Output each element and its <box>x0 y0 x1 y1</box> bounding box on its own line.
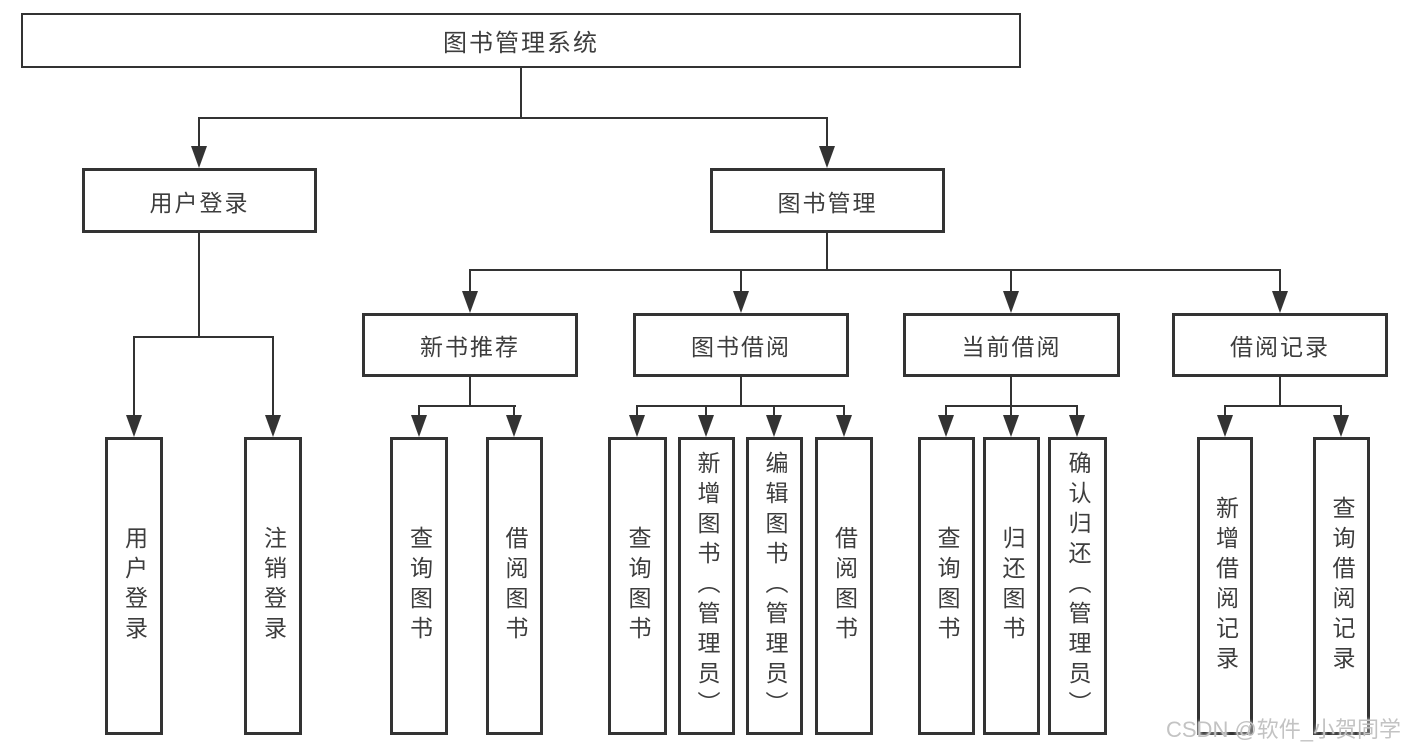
edge-drop <box>1010 405 1012 415</box>
csdn-watermark: CSDN @软件_小贺同学 <box>1166 717 1402 742</box>
node-root-title: 图书管理系统 <box>21 13 1021 68</box>
edge-drop <box>945 405 947 415</box>
edge-drop <box>1279 269 1281 291</box>
node-current-borrow: 当前借阅 <box>903 313 1120 377</box>
edge-drop <box>418 405 420 415</box>
arrowhead-icon <box>733 291 749 313</box>
edge-book-mgmt-drop <box>826 117 828 146</box>
node-label: 用户登录 <box>149 189 250 216</box>
edge-book-borrow-stem <box>740 377 742 406</box>
edge-root-stem <box>520 68 522 118</box>
arrowhead-icon <box>462 291 478 313</box>
arrowhead-icon <box>1069 415 1085 437</box>
leaf-add-borrow-record: 新增借阅记录 <box>1197 437 1253 735</box>
node-label: 新书推荐 <box>420 334 520 360</box>
leaf-borrow-books: 借阅图书 <box>815 437 873 735</box>
node-borrow-records: 借阅记录 <box>1172 313 1388 377</box>
edge-drop <box>1010 269 1012 291</box>
edge-new-rec-rail <box>418 405 516 407</box>
edge-drop <box>636 405 638 415</box>
edge-book-mgmt-rail <box>469 269 1281 271</box>
edge-drop <box>272 336 274 415</box>
edge-drop <box>773 405 775 415</box>
arrowhead-icon <box>1333 415 1349 437</box>
leaf-return-books: 归还图书 <box>983 437 1040 735</box>
edge-drop <box>133 336 135 415</box>
node-label: 借阅记录 <box>1230 334 1330 360</box>
edge-drop <box>1224 405 1226 415</box>
edge-borrow-records-stem <box>1279 377 1281 406</box>
edge-book-mgmt-stem <box>826 233 828 271</box>
edge-drop <box>1340 405 1342 415</box>
arrowhead-icon <box>191 146 207 168</box>
edge-borrow-records-rail <box>1224 405 1342 407</box>
node-book-borrow: 图书借阅 <box>633 313 849 377</box>
leaf-logout-login: 注销登录 <box>244 437 302 735</box>
edge-user-login-stem <box>198 233 200 337</box>
edge-root-rail <box>198 117 828 119</box>
edge-drop <box>705 405 707 415</box>
arrowhead-icon <box>1003 291 1019 313</box>
leaf-label: 注销登录 <box>260 526 287 646</box>
arrowhead-icon <box>836 415 852 437</box>
leaf-label: 借阅图书 <box>831 526 858 646</box>
node-label: 当前借阅 <box>961 334 1062 360</box>
leaf-label: 新增图书（管理员） <box>694 451 720 721</box>
root-label: 图书管理系统 <box>443 30 599 57</box>
edge-drop <box>843 405 845 415</box>
edge-current-borrow-stem <box>1010 377 1012 406</box>
edge-new-rec-stem <box>469 377 471 406</box>
leaf-label: 编辑图书（管理员） <box>762 451 788 721</box>
arrowhead-icon <box>506 415 522 437</box>
arrowhead-icon <box>1217 415 1233 437</box>
node-label: 图书管理 <box>777 189 878 216</box>
leaf-query-borrow-record: 查询借阅记录 <box>1313 437 1370 735</box>
leaf-label: 查询借阅记录 <box>1329 496 1355 676</box>
leaf-query-books: 查询图书 <box>918 437 975 735</box>
leaf-label: 新增借阅记录 <box>1212 496 1239 676</box>
edge-drop <box>740 269 742 291</box>
node-book-management: 图书管理 <box>710 168 945 233</box>
leaf-label: 查询图书 <box>625 526 651 646</box>
node-new-book-recommend: 新书推荐 <box>362 313 578 377</box>
edge-user-login-drop <box>198 117 200 146</box>
edge-drop <box>1076 405 1078 415</box>
arrowhead-icon <box>698 415 714 437</box>
arrowhead-icon <box>629 415 645 437</box>
leaf-label: 确认归还（管理员） <box>1065 451 1091 721</box>
leaf-query-books: 查询图书 <box>390 437 448 735</box>
edge-book-borrow-rail <box>636 405 845 407</box>
arrowhead-icon <box>265 415 281 437</box>
arrowhead-icon <box>819 146 835 168</box>
arrowhead-icon <box>1272 291 1288 313</box>
arrowhead-icon <box>1003 415 1019 437</box>
leaf-edit-books-admin: 编辑图书（管理员） <box>746 437 803 735</box>
arrowhead-icon <box>411 415 427 437</box>
arrowhead-icon <box>126 415 142 437</box>
edge-drop <box>513 405 515 415</box>
leaf-label: 借阅图书 <box>502 526 528 646</box>
node-user-login: 用户登录 <box>82 168 317 233</box>
leaf-user-login: 用户登录 <box>105 437 163 735</box>
leaf-label: 查询图书 <box>406 526 433 646</box>
arrowhead-icon <box>766 415 782 437</box>
edge-drop <box>469 269 471 291</box>
leaf-label: 用户登录 <box>121 526 148 646</box>
leaf-confirm-return-admin: 确认归还（管理员） <box>1048 437 1107 735</box>
leaf-add-books-admin: 新增图书（管理员） <box>678 437 735 735</box>
leaf-label: 查询图书 <box>934 526 960 646</box>
leaf-borrow-books: 借阅图书 <box>486 437 543 735</box>
arrowhead-icon <box>938 415 954 437</box>
edge-user-login-rail <box>133 336 274 338</box>
leaf-query-books: 查询图书 <box>608 437 667 735</box>
node-label: 图书借阅 <box>691 334 791 360</box>
leaf-label: 归还图书 <box>999 526 1025 646</box>
